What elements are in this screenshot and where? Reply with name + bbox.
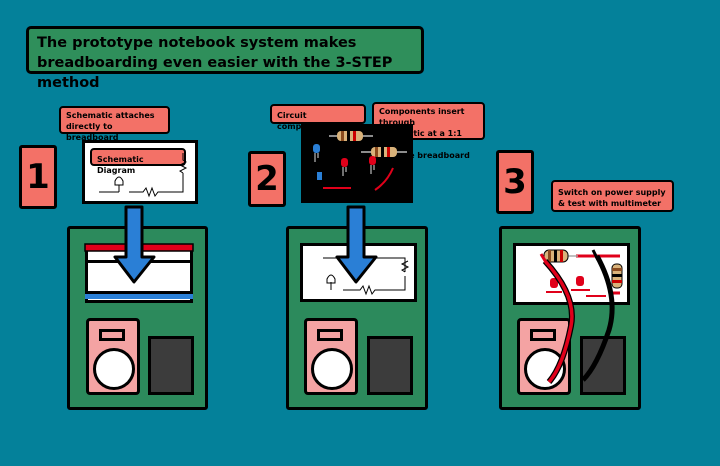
- step3-number: 3: [496, 150, 534, 214]
- title-line-2: breadboarding even easier with the 3-STE…: [37, 55, 393, 91]
- step1-callout: Schematic attaches directly to breadboar…: [59, 106, 170, 142]
- step2-components-panel: [301, 124, 413, 203]
- step1-callout-line1: Schematic attaches: [66, 111, 155, 120]
- step3-breadboard: [513, 243, 630, 305]
- step2-components-drawing: [313, 131, 407, 191]
- red-probe-lead-icon: [539, 253, 575, 384]
- black-probe-lead-icon: [581, 249, 615, 382]
- step1-down-arrow-icon: [113, 205, 156, 284]
- step3-callout-line2: & test with multimeter: [558, 199, 662, 208]
- step1-multimeter-dial: [93, 348, 135, 390]
- step3-callout-line1: Switch on power supply: [558, 188, 666, 197]
- step2-callout-insert-line1: Components insert through: [379, 107, 465, 127]
- step2-multimeter-display: [317, 329, 343, 341]
- step1-power-supply: [148, 336, 194, 395]
- page-title: The prototype notebook system makes brea…: [26, 26, 424, 91]
- step3-callout: Switch on power supply & test with multi…: [551, 180, 674, 212]
- step1-schematic-card: Schematic Diagram: [82, 140, 198, 204]
- schematic-diagram-label-text: Schematic Diagram: [97, 155, 144, 175]
- step2-power-supply: [367, 336, 413, 395]
- step2-number: 2: [248, 151, 286, 207]
- step2-down-arrow-icon: [335, 205, 378, 284]
- resistor-icon: [329, 131, 373, 141]
- step3-multimeter-display: [530, 329, 556, 341]
- led-red-icon: [341, 158, 348, 176]
- jumper-wire-icon: [374, 167, 394, 191]
- step2-callout-components: Circuit components: [270, 104, 366, 131]
- capacitor-icon: [317, 172, 322, 180]
- step1-callout-line2: directly to breadboard: [66, 122, 119, 142]
- step3-probe-leads: [539, 249, 615, 384]
- resistor-icon: [542, 249, 578, 263]
- resistor-icon: [611, 263, 623, 289]
- led-red-icon: [369, 156, 376, 174]
- led-blue-icon: [313, 144, 320, 162]
- led-red-icon: [571, 276, 590, 291]
- step3-number-text: 3: [503, 162, 527, 202]
- step1-number-text: 1: [26, 157, 50, 197]
- step2-multimeter: [304, 318, 358, 395]
- led-red-icon: [546, 278, 562, 293]
- step1-schematic-drawing: [99, 153, 188, 198]
- step1-number: 1: [19, 145, 57, 209]
- step1-multimeter: [86, 318, 140, 395]
- step2-multimeter-dial: [311, 348, 353, 390]
- title-line-1: The prototype notebook system makes: [37, 35, 357, 51]
- step2-number-text: 2: [255, 159, 279, 199]
- schematic-diagram-label: Schematic Diagram: [90, 148, 186, 175]
- resistor-icon: [361, 147, 407, 157]
- step1-multimeter-display: [99, 329, 125, 341]
- step2-callout-insert-line3: into the breadboard: [379, 151, 470, 160]
